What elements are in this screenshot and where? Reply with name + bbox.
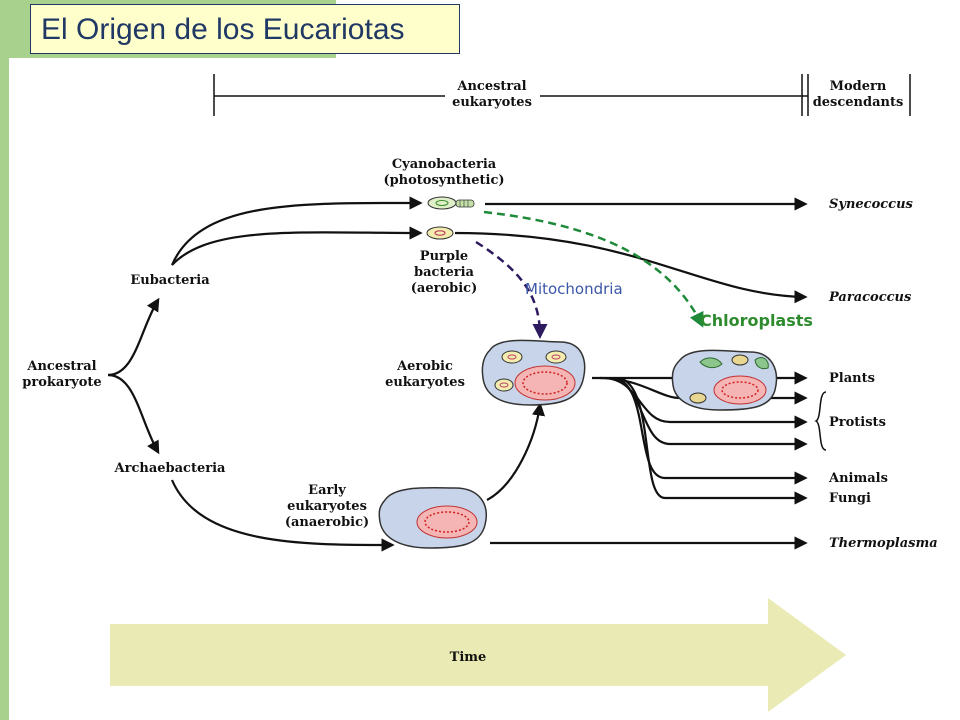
page-title: El Origen de los Eucariotas — [41, 13, 405, 46]
label-aerobic-eukaryotes-2: eukaryotes — [385, 375, 465, 390]
label-thermoplasma: Thermoplasma — [829, 536, 938, 551]
mitochondria-arrow — [475, 240, 548, 339]
label-mitochondria: Mitochondria — [525, 280, 623, 298]
label-plants: Plants — [829, 371, 875, 386]
header-ancestral-line1: Ancestral — [456, 79, 526, 94]
early-eukaryote-cell — [378, 487, 487, 549]
label-cyanobacteria-2: (photosynthetic) — [383, 173, 504, 188]
label-synecoccus: Synecoccus — [829, 197, 914, 212]
header-timeline: Ancestral eukaryotes Modern descendants — [213, 74, 911, 116]
purple-bacterium-icon — [426, 226, 454, 240]
label-purple-bacteria-3: (aerobic) — [411, 281, 477, 296]
label-paracoccus: Paracoccus — [828, 290, 912, 305]
header-ancestral-line2: eukaryotes — [452, 95, 532, 110]
label-purple-bacteria-1: Purple — [420, 249, 468, 264]
label-protists: Protists — [829, 415, 886, 430]
label-early-eukaryotes-1: Early — [308, 483, 346, 498]
label-early-eukaryotes-3: (anaerobic) — [285, 515, 369, 530]
label-archaebacteria: Archaebacteria — [114, 461, 226, 476]
label-time: Time — [450, 650, 487, 665]
label-early-eukaryotes-2: eukaryotes — [287, 499, 367, 514]
header-modern-line2: descendants — [813, 95, 904, 110]
plant-cell — [671, 349, 778, 411]
label-ancestral-prokaryote-2: prokaryote — [22, 375, 101, 390]
header-modern-line1: Modern — [830, 79, 887, 94]
chloroplast-arrow — [483, 210, 704, 328]
title-box: El Origen de los Eucariotas — [30, 4, 460, 54]
time-arrow: Time — [110, 598, 846, 712]
cyanobacterium-icon — [427, 196, 475, 210]
aerobic-eukaryote-cell — [481, 339, 586, 406]
label-eubacteria: Eubacteria — [130, 273, 210, 288]
label-fungi: Fungi — [829, 491, 871, 506]
label-ancestral-prokaryote-1: Ancestral — [26, 359, 96, 374]
label-chloroplasts: Chloroplasts — [700, 311, 813, 330]
label-aerobic-eukaryotes-1: Aerobic — [396, 359, 453, 374]
label-purple-bacteria-2: bacteria — [414, 265, 474, 280]
label-animals: Animals — [828, 471, 888, 486]
label-cyanobacteria-1: Cyanobacteria — [392, 157, 497, 172]
left-accent-bar — [0, 0, 9, 720]
